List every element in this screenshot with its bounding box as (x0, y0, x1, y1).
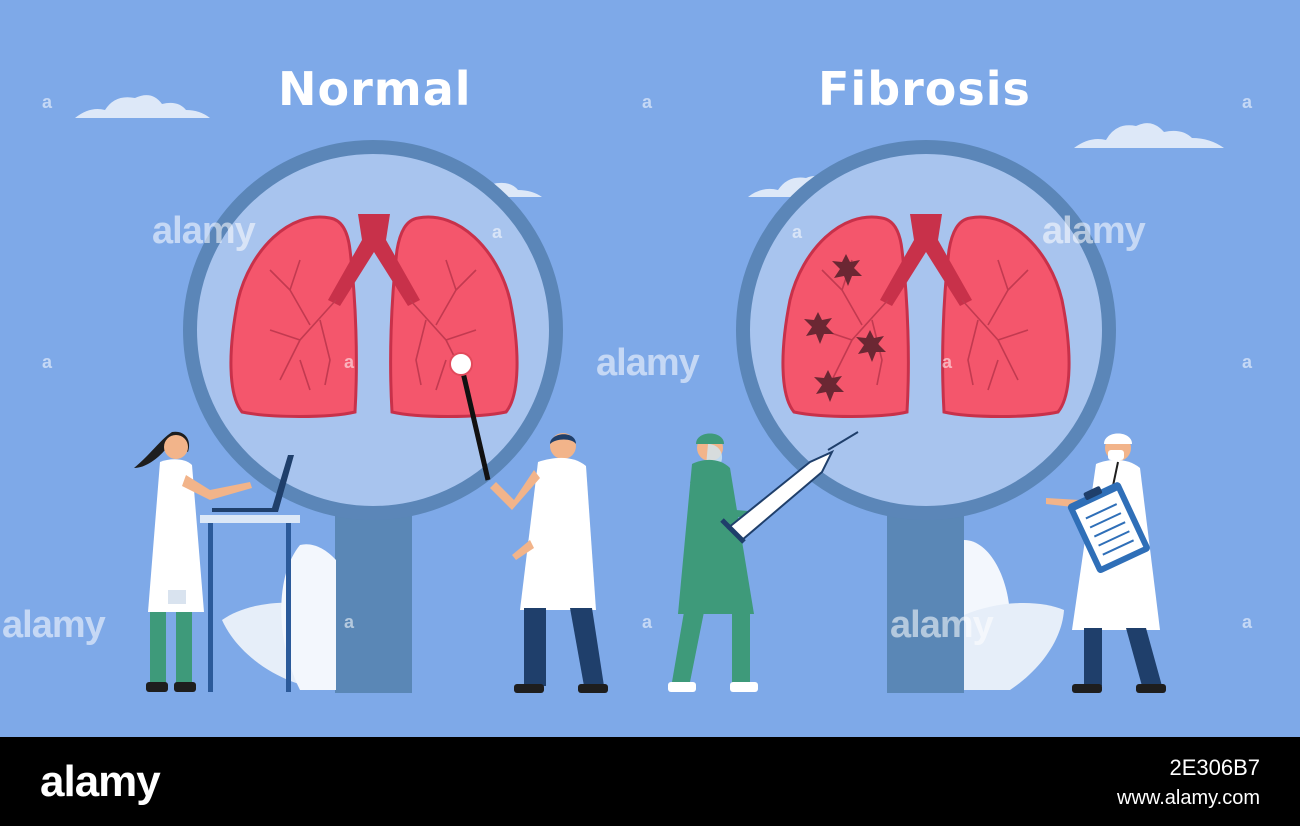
footer-meta: 2E306B7 www.alamy.com (1117, 753, 1260, 813)
nurse-syringe (668, 431, 859, 692)
shoe (668, 682, 696, 692)
watermark-small: a (42, 92, 53, 112)
arm (182, 475, 252, 500)
fibrosis-spots (804, 254, 886, 402)
arm (490, 470, 540, 510)
desk-leg (286, 520, 291, 692)
watermark: alamy (2, 604, 106, 646)
surgical-cap (696, 433, 724, 444)
watermark: alamy (890, 604, 994, 646)
arm (512, 540, 534, 560)
doctor-laptop (134, 431, 300, 692)
watermark-small: a (1242, 612, 1253, 632)
doctor-cap (1104, 433, 1132, 444)
arm (690, 476, 760, 518)
illustration-scene: Normal Fibrosis alamy alamy alamy alamy … (0, 0, 1300, 737)
footer-logo: alamy (40, 757, 161, 806)
lungs-normal (229, 214, 519, 418)
watermark: alamy (1042, 210, 1146, 252)
right-lung (389, 215, 519, 418)
watermark-small: a (344, 352, 355, 372)
footer-url: www.alamy.com (1117, 787, 1260, 809)
watermark-small: a (1242, 92, 1253, 112)
leg (524, 608, 546, 686)
doctor-pointer (449, 352, 608, 693)
watermark-small: a (642, 612, 653, 632)
image-id: 2E306B7 (1169, 755, 1260, 780)
desk-leg (208, 520, 213, 692)
title-fibrosis: Fibrosis (818, 62, 1031, 116)
shield-shape (281, 544, 336, 690)
pointer-tip (449, 352, 473, 376)
watermark-small: a (1242, 352, 1253, 372)
leg (672, 612, 704, 682)
scrubs (678, 459, 754, 614)
title-normal: Normal (278, 62, 472, 116)
shoe (1136, 684, 1166, 693)
illustration-artwork (75, 95, 1224, 693)
pointer-stick (459, 367, 491, 481)
watermark-small: a (344, 612, 355, 632)
trachea (328, 214, 420, 306)
watermark-small: a (942, 352, 953, 372)
leg (176, 612, 192, 684)
magnifier-handle (887, 505, 964, 693)
leg (732, 612, 750, 684)
hair (550, 434, 576, 444)
watermark: alamy (596, 342, 700, 384)
left-lung (229, 215, 358, 418)
fibrosis-spot (832, 254, 862, 286)
head (164, 435, 188, 459)
left-lung (781, 215, 910, 418)
shield-shape (964, 603, 1064, 690)
syringe-icon (720, 431, 859, 544)
desk-top (200, 515, 300, 523)
face-mask (1108, 450, 1124, 460)
fibrosis-spot (804, 312, 834, 344)
magnifier-fibrosis (736, 140, 1116, 693)
magnifier-normal (183, 140, 563, 693)
white-coat (148, 459, 204, 612)
shoe (174, 682, 196, 692)
right-lung (941, 215, 1071, 418)
bronchi-left (269, 259, 337, 391)
watermark-small: a (42, 352, 53, 372)
lungs-fibrosis (781, 214, 1071, 418)
watermark: alamy (152, 210, 256, 252)
bronchi-right (961, 259, 1029, 391)
doctor-clipboard (1046, 433, 1166, 693)
shoe (514, 684, 544, 693)
shoe (146, 682, 168, 692)
bronchi-right (409, 259, 477, 391)
leg (1126, 628, 1162, 686)
white-coat (520, 457, 596, 610)
leg (570, 608, 604, 686)
cloud-1 (75, 95, 210, 118)
fibrosis-spot (856, 330, 886, 362)
coat-pocket (168, 590, 186, 604)
fibrosis-spot (814, 370, 844, 402)
watermark-small: a (642, 92, 653, 112)
watermark-small: a (792, 222, 803, 242)
leg (1084, 628, 1102, 686)
shoe (730, 682, 758, 692)
bronchi-left (821, 259, 889, 386)
stock-footer-bar: alamy 2E306B7 www.alamy.com (0, 737, 1300, 826)
cloud-4 (1074, 123, 1224, 148)
shoe (1072, 684, 1102, 693)
clipboard-icon (1067, 482, 1150, 573)
leg (150, 612, 166, 684)
magnifier-handle (335, 505, 412, 693)
shoe (578, 684, 608, 693)
trachea (880, 214, 972, 306)
watermark-small: a (492, 222, 503, 242)
